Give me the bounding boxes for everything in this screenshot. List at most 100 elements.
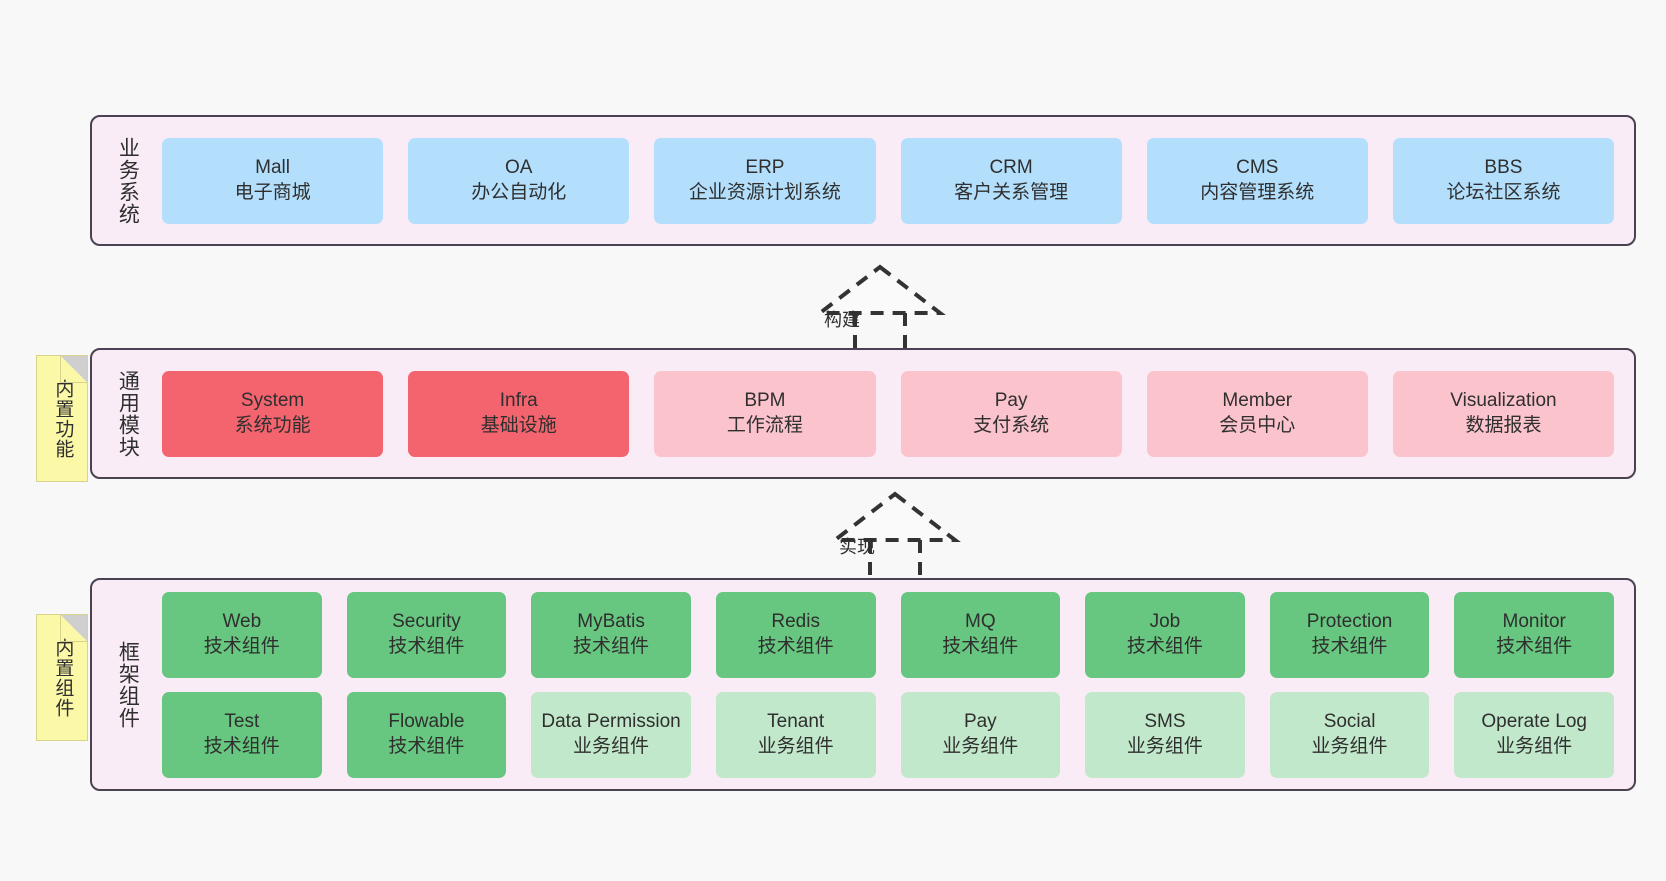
node-subtitle: 电子商城 (234, 181, 311, 203)
node-mall[interactable]: Mall 电子商城 (162, 137, 384, 224)
node-subtitle: 客户关系管理 (954, 181, 1069, 203)
layer-title-business-system: 业务系统 (116, 136, 140, 225)
node-subtitle: 技术组件 (203, 735, 280, 757)
node-subtitle: 技术组件 (203, 635, 280, 657)
node-row: Web 技术组件 Security 技术组件 MyBatis 技术组件 Redi… (162, 591, 1614, 678)
node-oa[interactable]: OA 办公自动化 (408, 137, 630, 224)
node-erp[interactable]: ERP 企业资源计划系统 (654, 137, 876, 224)
layer-body-common-module: System 系统功能 Infra 基础设施 BPM 工作流程 Pay 支付系统… (154, 350, 1634, 477)
layer-body-framework-component: Web 技术组件 Security 技术组件 MyBatis 技术组件 Redi… (154, 580, 1634, 789)
node-name: Pay (994, 390, 1028, 412)
generalization-arrowhead-icon (829, 491, 961, 542)
node-subtitle: 业务组件 (942, 735, 1019, 757)
node-subtitle: 技术组件 (942, 635, 1019, 657)
node-name: System (240, 390, 305, 412)
node-name: MyBatis (577, 611, 645, 633)
node-subtitle: 支付系统 (973, 414, 1050, 436)
node-subtitle: 业务组件 (573, 735, 650, 757)
node-name: Security (392, 611, 461, 633)
node-name: SMS (1144, 711, 1186, 733)
node-subtitle: 技术组件 (573, 635, 650, 657)
node-name: MQ (965, 611, 996, 633)
node-name: ERP (745, 157, 785, 179)
node-system[interactable]: System 系统功能 (162, 370, 384, 457)
note-builtin-function[interactable]: 内置功能 (36, 355, 88, 482)
node-name: Monitor (1502, 611, 1566, 633)
connector-implement-label: 实现 (839, 537, 875, 557)
node-name: Web (222, 611, 262, 633)
node-subtitle: 会员中心 (1219, 414, 1296, 436)
node-mybatis[interactable]: MyBatis 技术组件 (531, 591, 691, 678)
node-cms[interactable]: CMS 内容管理系统 (1146, 137, 1368, 224)
node-infra[interactable]: Infra 基础设施 (408, 370, 630, 457)
node-pay-component[interactable]: Pay 业务组件 (900, 691, 1061, 778)
node-monitor[interactable]: Monitor 技术组件 (1454, 591, 1614, 678)
note-label: 内置组件 (52, 637, 74, 718)
node-subtitle: 业务组件 (1311, 735, 1388, 757)
node-subtitle: 系统功能 (234, 414, 311, 436)
node-subtitle: 技术组件 (388, 735, 465, 757)
layer-common-module[interactable]: 通用模块 System 系统功能 Infra 基础设施 BPM 工作流程 Pay… (90, 348, 1636, 479)
node-name: BBS (1484, 157, 1523, 179)
node-row: Test 技术组件 Flowable 技术组件 Data Permission … (162, 691, 1614, 778)
node-name: CRM (989, 157, 1033, 179)
node-subtitle: 业务组件 (757, 735, 834, 757)
node-bpm[interactable]: BPM 工作流程 (654, 370, 876, 457)
node-name: Infra (499, 390, 538, 412)
node-redis[interactable]: Redis 技术组件 (715, 591, 876, 678)
note-fold-corner-icon (60, 615, 87, 642)
node-crm[interactable]: CRM 客户关系管理 (900, 137, 1122, 224)
node-subtitle: 基础设施 (480, 414, 557, 436)
node-name: Redis (771, 611, 820, 633)
node-name: Member (1222, 390, 1293, 412)
node-name: Job (1149, 611, 1181, 633)
node-pay-module[interactable]: Pay 支付系统 (900, 370, 1122, 457)
layer-body-business-system: Mall 电子商城 OA 办公自动化 ERP 企业资源计划系统 CRM 客户关系… (154, 117, 1634, 244)
node-visualization[interactable]: Visualization 数据报表 (1392, 370, 1615, 457)
node-name: Social (1323, 711, 1376, 733)
layer-title-common-module: 通用模块 (116, 369, 140, 458)
node-bbs[interactable]: BBS 论坛社区系统 (1392, 137, 1615, 224)
node-name: Protection (1306, 611, 1393, 633)
node-row: System 系统功能 Infra 基础设施 BPM 工作流程 Pay 支付系统… (162, 370, 1615, 457)
node-name: BPM (744, 390, 786, 412)
node-row: Mall 电子商城 OA 办公自动化 ERP 企业资源计划系统 CRM 客户关系… (162, 137, 1615, 224)
node-name: CMS (1236, 157, 1279, 179)
node-operate-log[interactable]: Operate Log 业务组件 (1454, 691, 1614, 778)
node-sms[interactable]: SMS 业务组件 (1085, 691, 1245, 778)
node-job[interactable]: Job 技术组件 (1085, 591, 1245, 678)
layer-title-framework-component: 框架组件 (116, 640, 140, 729)
layer-business-system[interactable]: 业务系统 Mall 电子商城 OA 办公自动化 ERP 企业资源计划系统 CRM… (90, 115, 1636, 246)
node-protection[interactable]: Protection 技术组件 (1269, 591, 1430, 678)
node-flowable[interactable]: Flowable 技术组件 (346, 691, 507, 778)
connector-build-label: 构建 (824, 310, 860, 330)
note-label: 内置功能 (52, 378, 74, 459)
connector-implement: 实现 (815, 491, 975, 582)
node-subtitle: 企业资源计划系统 (688, 181, 841, 203)
generalization-arrowhead-icon (814, 264, 946, 315)
node-tenant[interactable]: Tenant 业务组件 (715, 691, 876, 778)
note-builtin-component[interactable]: 内置组件 (36, 614, 88, 741)
node-member[interactable]: Member 会员中心 (1146, 370, 1368, 457)
note-fold-corner-icon (60, 356, 87, 383)
node-name: Data Permission (541, 711, 681, 733)
node-subtitle: 论坛社区系统 (1446, 181, 1561, 203)
node-name: Operate Log (1481, 711, 1587, 733)
node-security[interactable]: Security 技术组件 (346, 591, 507, 678)
node-subtitle: 数据报表 (1465, 414, 1542, 436)
node-name: Flowable (388, 711, 465, 733)
node-subtitle: 技术组件 (757, 635, 834, 657)
connector-build: 构建 (800, 264, 960, 355)
node-name: Mall (255, 157, 290, 179)
node-name: OA (505, 157, 533, 179)
layer-framework-component[interactable]: 框架组件 Web 技术组件 Security 技术组件 MyBatis 技术组件… (90, 578, 1636, 791)
node-social[interactable]: Social 业务组件 (1269, 691, 1430, 778)
node-subtitle: 技术组件 (1126, 635, 1203, 657)
node-name: Test (224, 711, 260, 733)
node-mq[interactable]: MQ 技术组件 (900, 591, 1061, 678)
node-web[interactable]: Web 技术组件 (162, 591, 322, 678)
node-data-permission[interactable]: Data Permission 业务组件 (531, 691, 691, 778)
node-test[interactable]: Test 技术组件 (162, 691, 322, 778)
node-subtitle: 技术组件 (388, 635, 465, 657)
node-subtitle: 办公自动化 (471, 181, 567, 203)
